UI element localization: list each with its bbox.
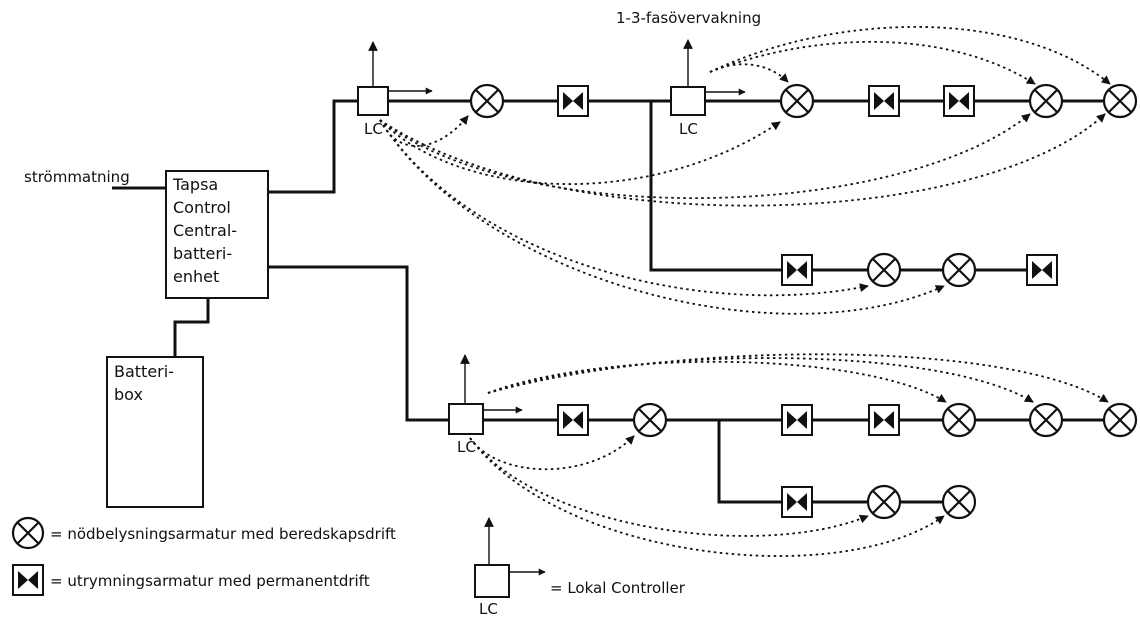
lc-label: LC — [679, 120, 698, 138]
exit-luminaire-icon — [12, 564, 44, 596]
emergency-luminaire-icon — [1102, 402, 1138, 438]
comm-link — [379, 115, 469, 147]
exit-luminaire-icon — [868, 404, 900, 436]
wire-bottom-subbranch — [717, 420, 955, 504]
lc-box — [474, 564, 510, 598]
comm-link — [469, 437, 869, 537]
comm-link — [487, 353, 1109, 403]
comm-link — [487, 357, 1034, 403]
emergency-luminaire-icon — [941, 402, 977, 438]
local-controller-2: LC — [670, 39, 746, 138]
emergency-luminaire-icon — [866, 252, 902, 288]
legend-lc-item: LC = Lokal Controller — [474, 517, 686, 618]
central-battery-unit — [165, 170, 269, 299]
central-unit-text: Tapsa Control Central- batteri- enhet — [172, 175, 242, 286]
comm-link — [379, 113, 1106, 207]
emergency-luminaire-icon — [632, 402, 668, 438]
comm-link — [469, 437, 945, 557]
exit-luminaire-icon — [781, 404, 813, 436]
battery-box-text: Batteri- box — [114, 362, 179, 404]
communication-links — [379, 26, 1111, 557]
exit-luminaires — [557, 85, 1058, 518]
exit-luminaire-icon — [943, 85, 975, 117]
emergency-luminaire-icon — [941, 252, 977, 288]
battery-box-line-2: box — [114, 385, 143, 404]
legend-emergency-item: = nödbelysningsarmatur med beredskapsdri… — [11, 516, 396, 550]
legend-emergency-text: = nödbelysningsarmatur med beredskapsdri… — [50, 525, 396, 543]
wiring — [112, 99, 1104, 504]
legend: = nödbelysningsarmatur med beredskapsdri… — [11, 516, 686, 618]
legend-lc-label: LC — [479, 600, 498, 618]
battery-box-line-1: Batteri- — [114, 362, 174, 381]
lc-label: LC — [364, 120, 383, 138]
central-unit-line-3: Central- — [173, 221, 237, 240]
wire-top-subbranch — [649, 101, 1042, 272]
emergency-luminaires — [469, 83, 1138, 520]
emergency-luminaire-icon — [1028, 83, 1064, 119]
emergency-luminaire-icon — [469, 83, 505, 119]
central-unit-line-4: batteri- — [173, 244, 232, 263]
comm-link — [709, 40, 1036, 85]
exit-luminaire-icon — [1026, 254, 1058, 286]
emergency-luminaire-icon — [779, 83, 815, 119]
exit-luminaire-icon — [868, 85, 900, 117]
comm-link — [709, 26, 1111, 85]
lc-label: LC — [457, 438, 476, 456]
emergency-luminaire-icon — [866, 484, 902, 520]
comm-link — [469, 435, 635, 471]
wire-central-to-battery — [173, 298, 210, 357]
exit-luminaire-icon — [557, 404, 589, 436]
emergency-luminaire-icon — [941, 484, 977, 520]
lc-box — [448, 403, 484, 435]
exit-luminaire-icon — [781, 486, 813, 518]
wire-central-to-top-lc — [268, 99, 358, 194]
exit-luminaire-icon — [557, 85, 589, 117]
legend-lc-text: = Lokal Controller — [550, 579, 686, 597]
local-controller-3: LC — [448, 354, 523, 456]
comm-link — [379, 119, 945, 315]
strommatning-label: strömmatning — [24, 168, 130, 186]
local-controller-1: LC — [357, 41, 433, 138]
legend-exit-text: = utrymningsarmatur med permanentdrift — [50, 572, 370, 590]
exit-luminaire-icon — [781, 254, 813, 286]
lc-box — [357, 86, 389, 116]
emergency-luminaire-icon — [1102, 83, 1138, 119]
phase-monitoring-label: 1-3-fasövervakning — [616, 9, 761, 27]
battery-box — [106, 356, 204, 508]
emergency-luminaire-icon — [1028, 402, 1064, 438]
comm-link — [379, 113, 1031, 200]
central-unit-line-5: enhet — [173, 267, 219, 286]
central-unit-line-1: Tapsa — [172, 175, 218, 194]
comm-link — [379, 119, 781, 185]
lc-box — [670, 86, 706, 116]
legend-exit-item: = utrymningsarmatur med permanentdrift — [12, 564, 370, 596]
wire-central-to-bottom-lc — [268, 265, 449, 422]
central-unit-line-2: Control — [173, 198, 231, 217]
comm-link — [487, 360, 947, 403]
comm-link — [379, 119, 869, 297]
emergency-luminaire-icon — [11, 516, 45, 550]
